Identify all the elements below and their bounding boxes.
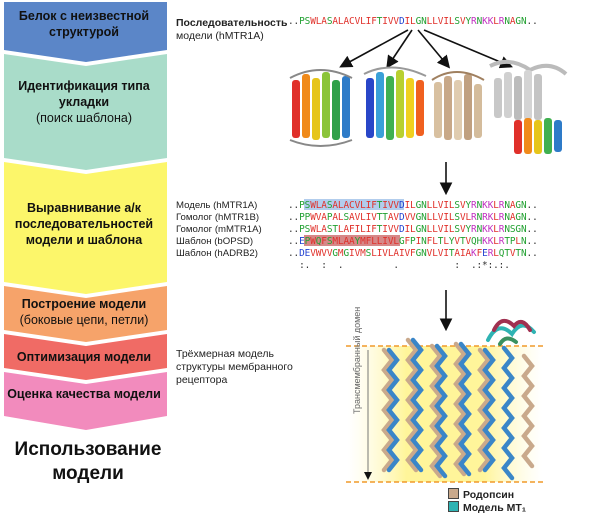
alignment-row-3: ..PSWLASTLAFILIFTIVVDILGNLLVILSVYRNKKLRN… bbox=[288, 224, 538, 235]
template-structure-1 bbox=[289, 69, 353, 147]
step-block-5 bbox=[4, 334, 167, 380]
tm-domain-label: Трансмембранный домен bbox=[352, 306, 362, 414]
step-block-3 bbox=[4, 162, 167, 294]
alignment-row-5: ..DEVWVVGMGIVMSLIVLAIVFGNVLVITAIAKFERLQT… bbox=[288, 248, 538, 259]
alignment-row-2: ..PPWVAPALSAVLIVTTAVDVVGNLLVILSVLRNRKLRN… bbox=[288, 212, 538, 223]
sequence-caption: Последовательность модели (hMTR1A) bbox=[176, 17, 287, 43]
arrows bbox=[339, 29, 513, 332]
alignment-label-3: Гомолог (mMTR1A) bbox=[176, 224, 262, 235]
top-sequence: ..PSWLASALACVLIFTIVVDILGNLLVILSVYRNKKLRN… bbox=[288, 16, 538, 27]
legend-swatch-model bbox=[448, 501, 459, 512]
template-structure-3 bbox=[431, 71, 485, 140]
alignment-label-4: Шаблон (bOPSD) bbox=[176, 236, 254, 247]
alignment-row-4: ..EPWQFSMLAAYMFLLIVLGFPINFLTLYVTVQHKKLRT… bbox=[288, 236, 538, 247]
alignment-label-5: Шаблон (hADRB2) bbox=[176, 248, 258, 259]
receptor-model bbox=[346, 318, 544, 483]
step-block-4 bbox=[4, 286, 167, 342]
sequence-caption-line2: модели (hMTR1A) bbox=[176, 30, 264, 42]
step-block-6 bbox=[4, 372, 167, 430]
legend-item-model: Модель MT₁ bbox=[448, 501, 526, 514]
alignment-consensus: :. : . . : .:*:.:. bbox=[288, 260, 521, 271]
legend-swatch-rhodopsin bbox=[448, 488, 459, 499]
template-structure-4 bbox=[489, 59, 568, 154]
step-blocks bbox=[4, 2, 167, 430]
alignment-highlight-model bbox=[304, 199, 404, 210]
alignment-highlight-template bbox=[304, 235, 400, 246]
sequence-caption-line1: Последовательность bbox=[176, 17, 288, 29]
model-caption: Трёхмерная модель структуры мембранного … bbox=[176, 348, 293, 386]
final-step-label: Использование модели bbox=[14, 439, 162, 484]
legend-item-rhodopsin: Родопсин bbox=[448, 488, 514, 501]
step-block-2 bbox=[4, 54, 167, 170]
step-block-1 bbox=[4, 2, 167, 62]
alignment-row-1: ..PSWLASALACVLIFTIVVDILGNLLVILSVYRNKKLRN… bbox=[288, 200, 538, 211]
template-structure-2 bbox=[363, 66, 427, 140]
alignment-label-2: Гомолог (hMTR1B) bbox=[176, 212, 260, 223]
alignment-label-1: Модель (hMTR1A) bbox=[176, 200, 258, 211]
